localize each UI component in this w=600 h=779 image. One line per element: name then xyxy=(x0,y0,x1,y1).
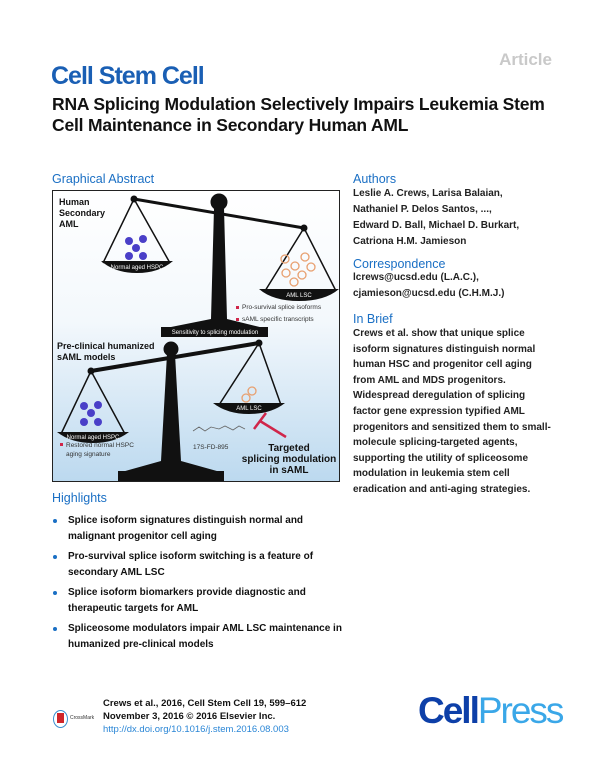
in-brief-text: Crews et al. show that unique splice iso… xyxy=(353,326,551,498)
top-left-pan xyxy=(101,261,173,273)
label: sAML specific transcripts xyxy=(242,316,314,323)
chemical-structure xyxy=(192,425,246,432)
lsc-cells xyxy=(241,252,316,403)
brief-line: isoform signatures distinguish normal xyxy=(353,343,536,355)
author-line: Catriona H.M. Jamieson xyxy=(353,236,467,247)
brief-line: human HSC and progenitor cell aging xyxy=(353,359,532,371)
label: Restored normal HSPC xyxy=(66,442,134,449)
in-brief-heading: In Brief xyxy=(353,312,393,326)
bottom-left-pan xyxy=(57,432,129,443)
label: AML LSC xyxy=(236,406,262,412)
highlight-item: Pro-survival splice isoform switching is… xyxy=(52,549,342,581)
brief-line: molecule splicing-targeted agents, xyxy=(353,437,518,449)
brief-line: progenitors and sensitized them to small… xyxy=(353,421,551,433)
correspondence-heading: Correspondence xyxy=(353,257,446,271)
top-base xyxy=(161,327,268,337)
brief-line: from AML and MDS progenitors. xyxy=(353,374,506,386)
highlight-text: Pro-survival splice isoform switching is… xyxy=(68,551,314,578)
label: AML xyxy=(59,219,79,229)
brief-line: Widespread deregulation of splicing xyxy=(353,390,526,402)
label: aging signature xyxy=(66,451,111,458)
citation-footer: Crews et al., 2016, Cell Stem Cell 19, 5… xyxy=(103,697,306,736)
brief-line: factor gene expression typified AML xyxy=(353,405,525,417)
normal-cells xyxy=(80,235,147,426)
label: Pro-survival splice isoforms xyxy=(242,304,322,311)
label: 17S-FD-895 xyxy=(193,444,229,451)
top-right-pan xyxy=(259,289,339,301)
cellpress-logo: CellPress xyxy=(418,690,565,732)
label: splicing modulation xyxy=(242,454,336,465)
label: sAML models xyxy=(57,352,115,362)
highlight-text: Splice isoform biomarkers provide diagno… xyxy=(68,587,306,614)
label: Sensitivity to splicing modulation xyxy=(172,330,258,336)
highlight-item: Spliceosome modulators impair AML LSC ma… xyxy=(52,621,342,653)
brief-line: eradication and anti-aging strategies. xyxy=(353,483,531,495)
highlights-heading: Highlights xyxy=(52,491,107,505)
bullet-icon xyxy=(53,555,57,559)
journal-logo: Cell Stem Cell xyxy=(51,62,205,90)
brief-line: supporting the utility of spliceosome xyxy=(353,452,529,464)
doi-link[interactable]: http://dx.doi.org/10.1016/j.stem.2016.08… xyxy=(103,724,289,735)
article-label: Article xyxy=(499,50,552,69)
email-link[interactable]: lcrews@ucsd.edu (L.A.C.), xyxy=(353,272,479,283)
highlight-text: Splice isoform signatures distinguish no… xyxy=(68,515,304,542)
author-line: Edward D. Ball, Michael D. Burkart, xyxy=(353,220,520,231)
publication-date: November 3, 2016 © 2016 Elsevier Inc. xyxy=(103,711,276,722)
highlight-item: Splice isoform biomarkers provide diagno… xyxy=(52,585,342,617)
label: Normal aged HSPC xyxy=(67,435,120,441)
logo-cell: Cell xyxy=(418,690,480,731)
brief-line: Crews et al. show that unique splice xyxy=(353,328,525,339)
label: AML LSC xyxy=(286,293,312,299)
brief-line: modulation in leukemia stem cell xyxy=(353,468,510,480)
author-line: Nathaniel P. Delos Santos, ..., xyxy=(353,204,492,215)
bullet-icon xyxy=(53,627,57,631)
label: Pre-clinical humanized xyxy=(57,341,155,351)
highlight-item: Splice isoform signatures distinguish no… xyxy=(52,513,342,545)
bottom-right-pan xyxy=(213,403,285,414)
bullet-icon xyxy=(53,519,57,523)
crossmark-icon[interactable] xyxy=(53,710,68,728)
top-stand xyxy=(161,208,268,329)
inhibition-arrow xyxy=(253,412,287,439)
correspondence-list: lcrews@ucsd.edu (L.A.C.), cjamieson@ucsd… xyxy=(353,270,504,302)
label: Normal aged HSPC xyxy=(111,265,164,271)
bullet-icon xyxy=(53,591,57,595)
label: Secondary xyxy=(59,208,105,218)
bottom-base xyxy=(118,471,224,481)
email-link[interactable]: cjamieson@ucsd.edu (C.H.M.J.) xyxy=(353,288,505,299)
label: Human xyxy=(59,197,90,207)
label: in sAML xyxy=(270,465,309,476)
logo-press: Press xyxy=(477,690,565,731)
crossmark-label: CrossMark xyxy=(70,715,95,721)
graphical-abstract-heading: Graphical Abstract xyxy=(52,172,155,186)
article-title: RNA Splicing Modulation Selectively Impa… xyxy=(52,94,545,135)
label: Targeted xyxy=(268,443,310,454)
highlights-list: Splice isoform signatures distinguish no… xyxy=(52,513,342,657)
authors-heading: Authors xyxy=(353,172,397,186)
graphical-abstract: Human Secondary AML Pre-clinical humaniz… xyxy=(52,190,340,482)
author-line: Leslie A. Crews, Larisa Balaian, xyxy=(353,188,503,199)
bottom-pivot xyxy=(163,341,179,357)
bottom-stand xyxy=(118,354,224,473)
authors-list: Leslie A. Crews, Larisa Balaian, Nathani… xyxy=(353,186,519,250)
citation: Crews et al., 2016, Cell Stem Cell 19, 5… xyxy=(103,698,307,709)
top-pivot xyxy=(210,193,228,211)
highlight-text: Spliceosome modulators impair AML LSC ma… xyxy=(68,623,342,650)
